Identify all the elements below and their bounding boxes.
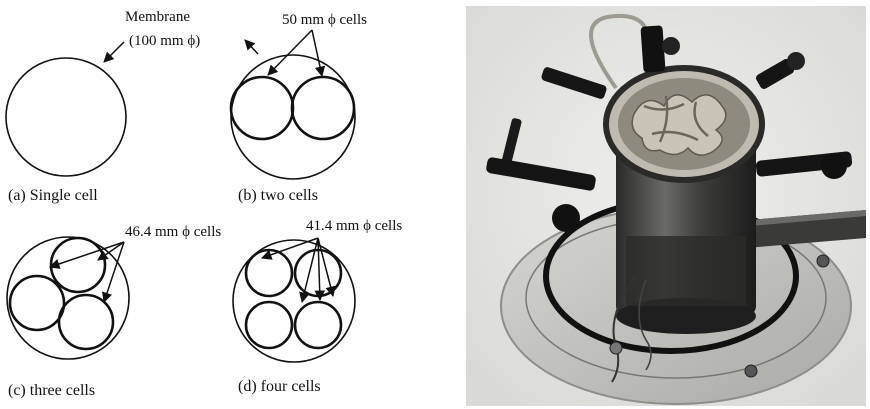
cell-arrow: [50, 242, 124, 267]
caption-c: (c) three cells: [8, 382, 95, 399]
membrane-arrow: [245, 40, 258, 54]
bolt-hole: [745, 365, 757, 377]
cells-size-label-c: 46.4 mm ϕ cells: [125, 224, 221, 240]
panel-d-four-cells: 41.4 mm ϕ cells (d) four cells: [233, 218, 402, 395]
apparatus-photo: [466, 6, 866, 406]
cell-circle: [246, 250, 292, 296]
clamp-knob: [552, 204, 580, 232]
clamp-knob: [787, 52, 805, 70]
cell-circle: [10, 276, 64, 330]
membrane-top: [606, 68, 762, 180]
cell-circle: [51, 238, 105, 292]
membrane-arrow: [104, 42, 124, 62]
membrane-label: Membrane: [125, 9, 190, 25]
clamp-knob: [662, 37, 680, 55]
cells-size-label-d: 41.4 mm ϕ cells: [306, 218, 402, 234]
caption-b: (b) two cells: [238, 187, 318, 204]
clamp-handle: [640, 25, 665, 72]
bolt-hole: [817, 255, 829, 267]
membrane-size-label: (100 mm ϕ): [129, 33, 200, 49]
cell-circle: [246, 302, 292, 348]
cell-circle: [295, 302, 341, 348]
membrane-circle-a: [6, 58, 126, 176]
cell-arrow: [302, 238, 318, 302]
caption-d: (d) four cells: [238, 378, 321, 395]
clamp-knob: [821, 153, 847, 179]
cell-circle: [231, 77, 293, 139]
cell-circle: [292, 77, 354, 139]
cells-size-label-b: 50 mm ϕ cells: [282, 12, 367, 28]
caption-a: (a) Single cell: [8, 187, 98, 204]
panel-a-single-cell: Membrane (100 mm ϕ) (a) Single cell: [6, 9, 200, 204]
cell-circle: [59, 295, 113, 349]
panel-b-two-cells: 50 mm ϕ cells (b) two cells: [231, 12, 367, 204]
cell-arrow: [312, 30, 322, 76]
cell-arrow: [262, 238, 318, 258]
cell-configuration-diagram: Membrane (100 mm ϕ) (a) Single cell 50 m…: [0, 0, 460, 409]
panel-c-three-cells: 46.4 mm ϕ cells (c) three cells: [7, 224, 221, 399]
cell-arrow: [268, 30, 312, 75]
